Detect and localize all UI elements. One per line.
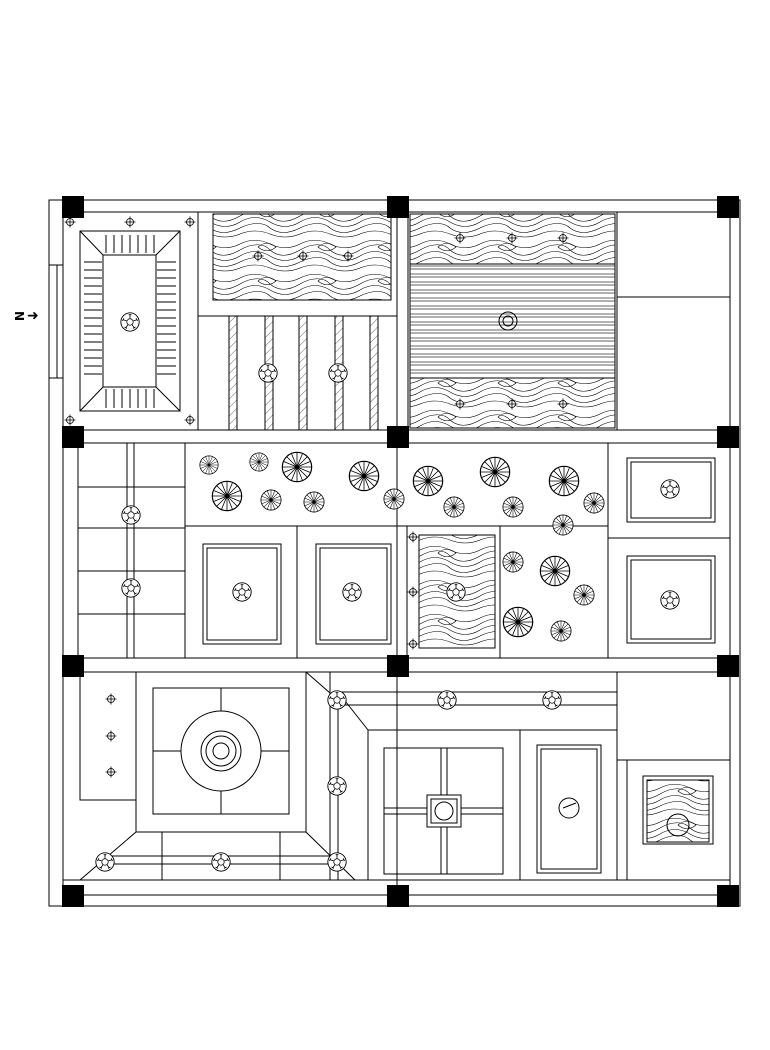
fan-icon (260, 489, 282, 511)
downlight-icon (105, 730, 117, 742)
room-top-middle (197, 211, 398, 431)
ceiling-light-icon (121, 505, 141, 525)
ceiling-light-icon (342, 582, 362, 602)
column (717, 196, 739, 218)
column (62, 426, 84, 448)
fan-icon (502, 496, 524, 518)
fan-icon (502, 551, 524, 573)
fan-icon (443, 496, 465, 518)
fan-icon (412, 465, 444, 497)
ceiling-light-icon (327, 776, 347, 796)
room-bottom-left (62, 671, 398, 881)
downlight-icon (184, 414, 196, 426)
ceiling-light-icon (437, 690, 457, 710)
north-arrow-icon: ➜ (27, 308, 39, 324)
fan-icon (281, 451, 313, 483)
column (387, 655, 409, 677)
column (62, 196, 84, 218)
structural-columns (62, 196, 739, 907)
column (62, 655, 84, 677)
downlight-icon (184, 216, 196, 228)
column (717, 655, 739, 677)
fan-icon (211, 480, 243, 512)
room-bottom-right (616, 671, 731, 881)
column (62, 885, 84, 907)
ceiling-light-icon (542, 690, 562, 710)
column (387, 196, 409, 218)
fan-icon (548, 465, 580, 497)
north-label: N (12, 310, 27, 322)
column (717, 426, 739, 448)
ceiling-light-icon (258, 363, 278, 383)
ceiling-light-icon (327, 690, 347, 710)
fan-icon (583, 492, 605, 514)
ceiling-light-icon (446, 582, 466, 602)
fan-icon (383, 488, 405, 510)
room-top-right (407, 211, 731, 431)
ceiling-light-icon (120, 312, 140, 332)
column (717, 885, 739, 907)
downlight-icon (407, 586, 419, 598)
downlight-icon (64, 216, 76, 228)
room-bottom-center (337, 691, 618, 881)
column (387, 885, 409, 907)
fan-icon (573, 584, 595, 606)
fan-icon (303, 491, 325, 513)
fan-icon (552, 514, 574, 536)
ceiling-light-icon (95, 852, 115, 872)
fan-icon (539, 555, 571, 587)
ceiling-light-icon (121, 578, 141, 598)
fan-icon (249, 452, 269, 472)
downlight-icon (407, 638, 419, 650)
ceiling-light-icon (660, 479, 680, 499)
fan-icon (348, 460, 380, 492)
downlight-icon (64, 414, 76, 426)
downlight-icon (105, 693, 117, 705)
downlight-icon (124, 216, 136, 228)
fan-icon (502, 606, 534, 638)
room-middle-right (607, 442, 731, 659)
downlight-icon (105, 766, 117, 778)
fan-icon (550, 620, 572, 642)
downlight-icon (407, 531, 419, 543)
north-indicator: N ➜ (12, 306, 44, 328)
fan-icon (199, 455, 219, 475)
ceiling-light-icon (328, 363, 348, 383)
room-middle-left (62, 442, 186, 659)
ceiling-light-icon (232, 582, 252, 602)
column (387, 426, 409, 448)
fan-icon (479, 456, 511, 488)
ceiling-light-icon (660, 590, 680, 610)
ceiling-light-icon (211, 852, 231, 872)
room-top-left-slats (84, 235, 176, 408)
ceiling-light-icon (327, 852, 347, 872)
